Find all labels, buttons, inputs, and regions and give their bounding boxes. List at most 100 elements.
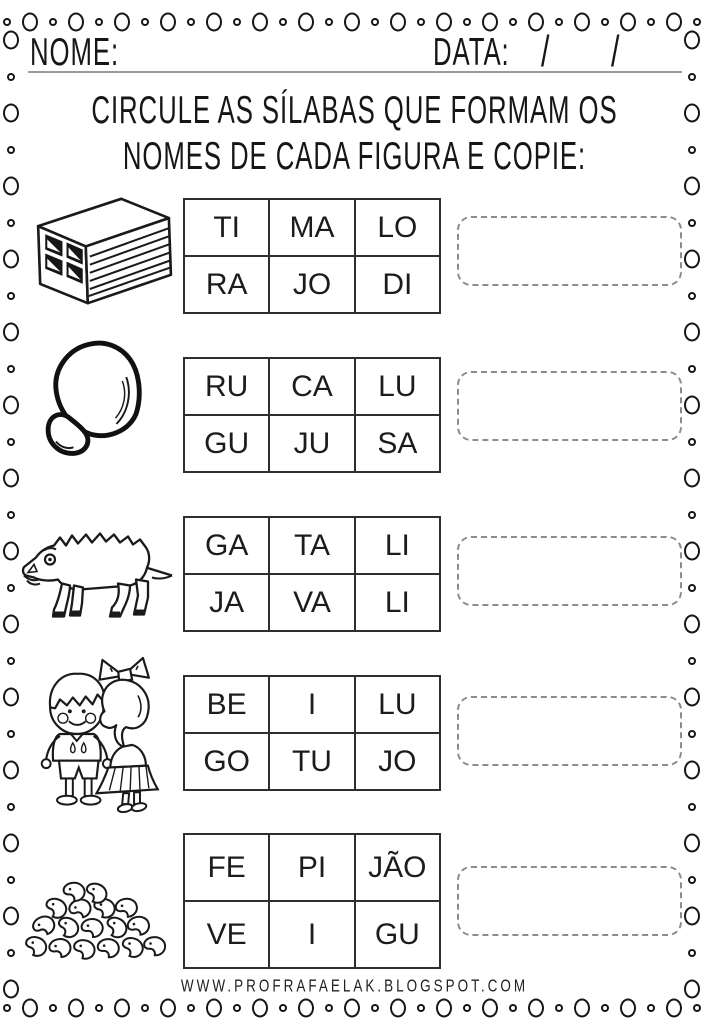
syllable-cell[interactable]: GU — [353, 900, 442, 969]
syllable-cell[interactable]: VE — [182, 900, 271, 969]
figure-cashew — [40, 340, 148, 462]
border-circle — [7, 802, 15, 811]
syllable-cell[interactable]: CA — [268, 357, 356, 416]
syllable-cell[interactable]: I — [268, 675, 356, 734]
border-circle — [647, 1004, 655, 1012]
border-circle — [688, 364, 696, 373]
border-circle — [3, 322, 19, 342]
border-circle — [436, 12, 452, 32]
border-circle — [693, 18, 701, 26]
border-circle — [574, 998, 590, 1018]
border-circle — [7, 437, 15, 446]
figure-kiss — [26, 656, 172, 814]
border-circle — [688, 72, 696, 81]
syllable-cell[interactable]: VA — [268, 573, 356, 632]
border-circle — [3, 614, 19, 634]
border-circle — [7, 656, 15, 665]
syllable-cell[interactable]: JU — [268, 414, 356, 473]
border-circle — [3, 30, 19, 50]
border-circle — [684, 906, 700, 926]
syllable-cell[interactable]: TA — [268, 516, 356, 575]
border-circle — [3, 906, 19, 926]
worksheet-title-line2: NOMES DE CADA FIGURA E COPIE: — [122, 134, 587, 178]
border-circle — [666, 12, 682, 32]
border-circle — [482, 12, 498, 32]
syllable-cell[interactable]: LU — [353, 675, 442, 734]
answer-box-3[interactable] — [457, 536, 682, 606]
border-circle — [390, 12, 406, 32]
border-circle — [509, 1004, 517, 1012]
border-circle — [206, 12, 222, 32]
border-circle — [7, 72, 15, 81]
border-circle — [325, 1004, 333, 1012]
border-circle — [141, 18, 149, 26]
answer-box-4[interactable] — [457, 696, 682, 766]
border-circle — [3, 103, 19, 123]
border-circle — [684, 833, 700, 853]
syllable-cell[interactable]: LO — [353, 198, 442, 257]
border-circle — [187, 1004, 195, 1012]
border-circle — [344, 998, 360, 1018]
border-circle — [114, 12, 130, 32]
syllable-cell[interactable]: FE — [182, 833, 271, 902]
syllable-cell[interactable]: TU — [268, 732, 356, 791]
border-circle — [684, 614, 700, 634]
syllable-cell[interactable]: SA — [353, 414, 442, 473]
syllable-cell[interactable]: JA — [182, 573, 271, 632]
date-slashes[interactable]: / / — [541, 27, 621, 76]
syllable-cell[interactable]: DI — [353, 255, 442, 314]
border-circle — [7, 583, 15, 592]
border-circle — [3, 395, 19, 415]
border-circle — [187, 18, 195, 26]
footer-url: WWW.PROFRAFAELAK.BLOGSPOT.COM — [180, 976, 529, 996]
name-label: NOME: — [30, 30, 120, 74]
syllable-cell[interactable]: GA — [182, 516, 271, 575]
border-circle — [298, 998, 314, 1018]
border-circle — [601, 1004, 609, 1012]
syllable-cell[interactable]: MA — [268, 198, 356, 257]
answer-box-1[interactable] — [457, 216, 682, 286]
border-circle — [371, 1004, 379, 1012]
border-circle — [417, 1004, 425, 1012]
date-label: DATA: — [433, 30, 510, 74]
border-circle — [279, 18, 287, 26]
border-circle — [22, 12, 38, 32]
border-circle — [49, 1004, 57, 1012]
border-circle — [49, 18, 57, 26]
border-circle — [141, 1004, 149, 1012]
border-circle — [95, 18, 103, 26]
syllable-cell[interactable]: RU — [182, 357, 271, 416]
border-circle — [684, 760, 700, 780]
syllable-cell[interactable]: JO — [268, 255, 356, 314]
syllable-cell[interactable]: LI — [353, 573, 442, 632]
border-circle — [7, 364, 15, 373]
figure-boar — [20, 516, 180, 624]
border-circle — [574, 12, 590, 32]
syllable-cell[interactable]: JO — [353, 732, 442, 791]
syllable-cell[interactable]: GO — [182, 732, 271, 791]
border-circle — [3, 833, 19, 853]
syllable-cell[interactable]: BE — [182, 675, 271, 734]
border-circle — [114, 998, 130, 1018]
border-circle — [688, 729, 696, 738]
syllable-cell[interactable]: JÃO — [353, 833, 442, 902]
name-input-area[interactable] — [130, 32, 420, 68]
border-circle — [509, 18, 517, 26]
syllable-cell[interactable]: TI — [182, 198, 271, 257]
syllable-cell[interactable]: I — [268, 900, 356, 969]
syllable-cell[interactable]: LU — [353, 357, 442, 416]
border-circle — [463, 1004, 471, 1012]
worksheet-title-line1: CIRCULE AS SÍLABAS QUE FORMAM OS — [91, 88, 618, 132]
syllable-cell[interactable]: LI — [353, 516, 442, 575]
syllable-cell[interactable]: PI — [268, 833, 356, 902]
syllable-table-4: BE I LU GO TU JO — [182, 675, 442, 791]
answer-box-2[interactable] — [457, 371, 682, 441]
syllable-cell[interactable]: GU — [182, 414, 271, 473]
border-circle — [390, 998, 406, 1018]
syllable-cell[interactable]: RA — [182, 255, 271, 314]
border-circle — [3, 760, 19, 780]
border-circle — [160, 12, 176, 32]
answer-box-5[interactable] — [457, 866, 682, 936]
border-circle — [252, 12, 268, 32]
